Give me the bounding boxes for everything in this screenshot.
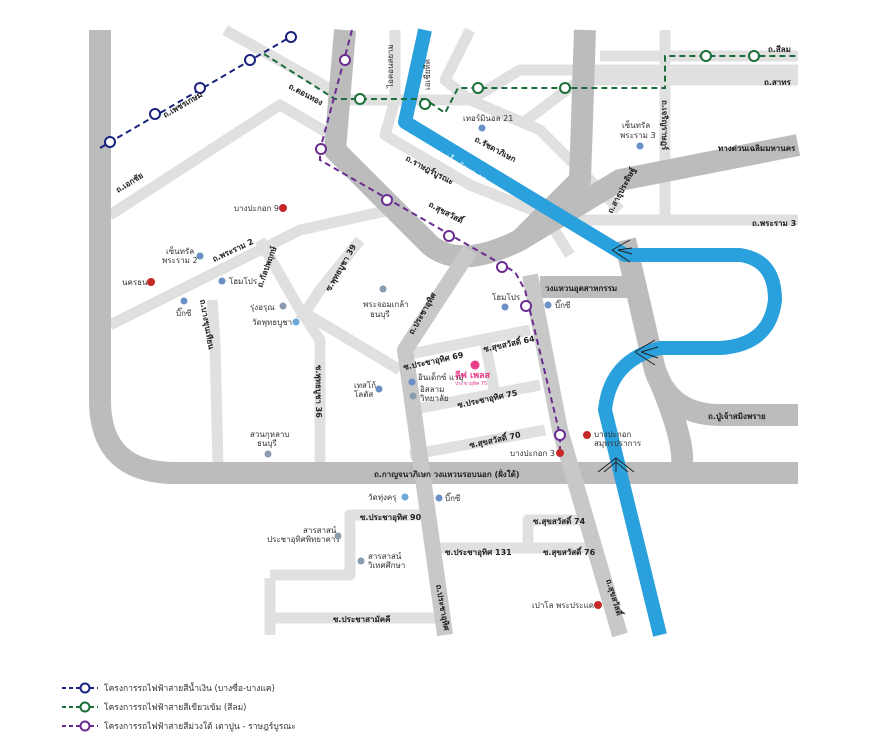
school-icon bbox=[409, 392, 417, 400]
project-name: ลีฟ เพลส bbox=[455, 370, 491, 381]
school-icon bbox=[279, 302, 287, 310]
mall-icon bbox=[196, 252, 204, 260]
school-icon bbox=[379, 285, 387, 293]
road-label: ถ.เพชรเกษม bbox=[162, 90, 204, 120]
road-label: ถ.สาทร bbox=[764, 78, 792, 87]
road-label: ซ.ประชาอุทิศ 131 bbox=[445, 548, 512, 558]
legend-label: โครงการรถไฟฟ้าสายสีม่วงใต้ เตาปูน - ราษฎ… bbox=[104, 721, 296, 732]
place-label: สมุทรปราการ bbox=[594, 439, 642, 448]
school-icon bbox=[357, 557, 365, 565]
place-label: ไอคอนสยาม bbox=[386, 44, 395, 89]
mall-icon bbox=[478, 124, 486, 132]
place-label: เทสโก้ bbox=[354, 380, 376, 390]
mall-icon bbox=[544, 301, 552, 309]
place-label: โฮมโปร bbox=[229, 276, 258, 286]
road-label: ทางด่วนเฉลิมมหานคร bbox=[718, 144, 796, 153]
place-label: ประชาอุทิศพิทยาคาร bbox=[267, 535, 340, 544]
legend-label: โครงการรถไฟฟ้าสายสีเขียวเข้ม (สีลม) bbox=[104, 702, 247, 713]
place-label: วัดพุทธบูชา bbox=[252, 318, 292, 328]
road-label: ซ.สุขสวัสดิ์ 76 bbox=[543, 546, 596, 558]
place-label: นครธน bbox=[122, 278, 148, 287]
place-label: พระจอมเกล้า bbox=[363, 300, 409, 309]
place-label: บางปะกอก bbox=[594, 430, 632, 439]
hospital-icon bbox=[556, 449, 564, 457]
road-label: ถ.พระราม 3 bbox=[752, 219, 796, 228]
place-label: พระราม 2 bbox=[162, 256, 198, 265]
place-label: เอเชียทีค bbox=[423, 59, 432, 90]
place-label: สวนกุหลาบ bbox=[250, 430, 289, 439]
green-line bbox=[263, 50, 798, 115]
road-label: ซ.ประชาอุทิศ 90 bbox=[360, 513, 422, 523]
place-label: อิสลาม bbox=[420, 385, 445, 394]
road-label: ถ.สีลม bbox=[768, 44, 791, 54]
place-label: โฮมโปร bbox=[492, 292, 521, 302]
project-location-marker bbox=[470, 360, 480, 370]
hospital-icon bbox=[147, 278, 155, 286]
place-label: เซ็นทรัล bbox=[622, 120, 650, 130]
bridge-icon bbox=[597, 239, 659, 473]
school-icon bbox=[264, 450, 272, 458]
blue-line bbox=[99, 31, 297, 149]
mall-icon bbox=[501, 303, 509, 311]
place-label: สารสาสน์ bbox=[368, 551, 402, 561]
place-label: ธนบุรี bbox=[257, 439, 277, 448]
road-label: ถ.ปู่เจ้าสมิงพราย bbox=[708, 411, 766, 422]
road-label: ซ.พุทธบูชา 39 bbox=[324, 242, 359, 293]
place-label: บางปะกอก 3 bbox=[510, 449, 555, 458]
place-label: รุ่งอรุณ bbox=[250, 303, 275, 312]
place-label: บิ๊กซี bbox=[445, 492, 461, 503]
legend-label: โครงการรถไฟฟ้าสายสีน้ำเงิน (บางซื่อ-บางแ… bbox=[104, 682, 275, 694]
place-label: วิเทศศึกษา bbox=[367, 561, 405, 570]
place-label: เปาโล พระประแดง bbox=[532, 600, 598, 610]
place-label: สารสาสน์ bbox=[303, 525, 337, 535]
place-label: วัดทุ่งครุ bbox=[368, 493, 397, 502]
road-label: วงแหวนอุตสาหกรรม bbox=[545, 284, 617, 294]
places: ไอคอนสยาม เอเชียทีค เทอร์มินอล 21 เซ็นทร… bbox=[122, 44, 656, 610]
place-label: บิ๊กซี bbox=[555, 299, 571, 310]
place-label: พระราม 3 bbox=[620, 131, 656, 140]
hospital-icon bbox=[594, 601, 602, 609]
place-label: เทอร์มินอล 21 bbox=[463, 113, 513, 123]
mall-icon bbox=[180, 297, 188, 305]
temple-icon bbox=[292, 318, 300, 326]
hospital-icon bbox=[279, 204, 287, 212]
mall-icon bbox=[435, 494, 443, 502]
place-label: อินเด็กซ์ แวอุ bbox=[418, 372, 464, 382]
road-label: ซ.พุทธบูชา 36 bbox=[313, 365, 323, 418]
place-label: เซ็นทรัล bbox=[166, 246, 194, 256]
project-subtitle: ประชาอุทิศ 75 bbox=[455, 380, 487, 387]
road-label: ถ.เจริญราษฎร์ bbox=[659, 100, 670, 151]
road-label: ซ.สุขสวัสดิ์ 70 bbox=[468, 428, 522, 451]
hospital-icon bbox=[583, 431, 591, 439]
road-label: ถ.สุขสวัสดิ์ bbox=[427, 198, 467, 227]
road-label: ซ.ประชาสามัคคี bbox=[333, 614, 390, 624]
mall-icon bbox=[218, 277, 226, 285]
place-label: บิ๊กซี bbox=[176, 307, 192, 318]
mall-icon bbox=[375, 385, 383, 393]
place-label: โลตัส bbox=[354, 389, 373, 399]
place-label: วิทยาลัย bbox=[419, 394, 448, 403]
purple-line bbox=[315, 29, 566, 455]
road-label: ถ.กาญจนาภิเษก วงแหวนรอบนอก (ฝั่งใต้) bbox=[374, 468, 519, 480]
mall-icon bbox=[636, 142, 644, 150]
mall-icon bbox=[408, 378, 416, 386]
school-icon bbox=[334, 532, 342, 540]
road-label: ซ.สุขสวัสดิ์ 74 bbox=[533, 515, 586, 527]
chao-phraya-river bbox=[398, 28, 782, 637]
place-label: บางปะกอก 9 bbox=[234, 204, 279, 213]
legend: โครงการรถไฟฟ้าสายสีน้ำเงิน (บางซื่อ-บางแ… bbox=[62, 682, 296, 732]
temple-icon bbox=[401, 493, 409, 501]
place-label: ธนบุรี bbox=[370, 310, 390, 319]
